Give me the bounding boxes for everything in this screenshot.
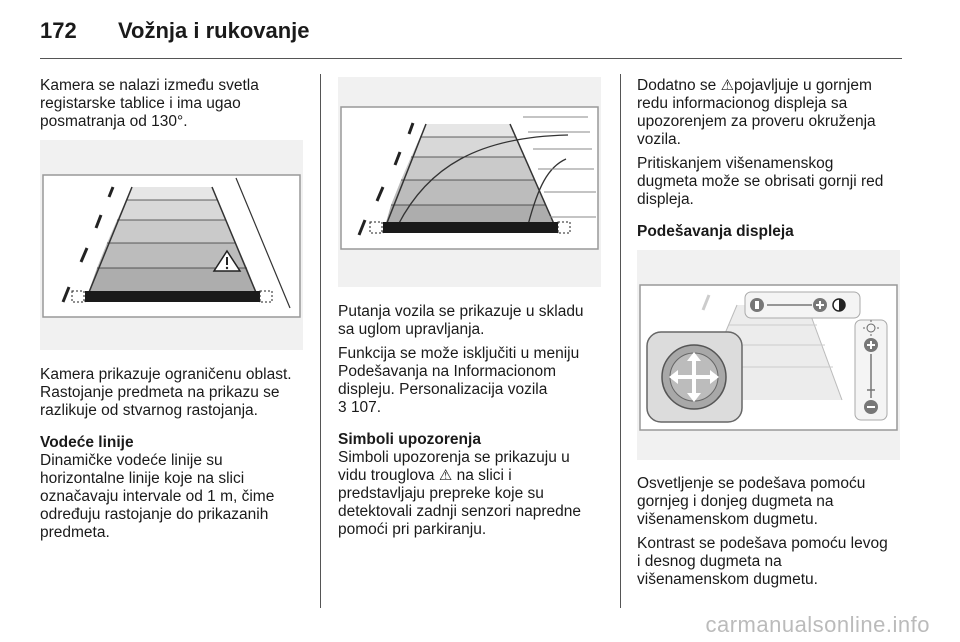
page-reference: 3 107. bbox=[338, 399, 613, 417]
body-line: Osvetljenje se podešava pomoću bbox=[637, 475, 866, 492]
body-line: predmeta. bbox=[40, 524, 110, 541]
column-3-top: Dodatno se ⚠pojavljuje u gornjem redu in… bbox=[637, 77, 907, 241]
body-line: Dodatno se ⚠pojavljuje u gornjem bbox=[637, 77, 907, 95]
body-line: vidu trouglova ⚠ na slici i bbox=[338, 467, 613, 485]
intro-line: Kamera se nalazi između svetla bbox=[40, 77, 259, 94]
body-line: Funkcija se može isključiti u meniju bbox=[338, 345, 580, 362]
section-heading-warning-symbols: Simboli upozorenja bbox=[338, 431, 481, 448]
body-line: Dinamičke vodeće linije su bbox=[40, 452, 223, 469]
body-line: redu informacionog displeja sa bbox=[637, 95, 848, 112]
body-line: horizontalne linije koje na slici bbox=[40, 470, 245, 487]
body-text: pojavljuje u gornjem bbox=[734, 77, 872, 94]
body-line: sa uglom upravljanja. bbox=[338, 321, 485, 338]
camera-view-figure bbox=[40, 140, 303, 350]
reference-page: 107. bbox=[350, 399, 382, 416]
intro-line: registarske tablice i ima ugao bbox=[40, 95, 241, 112]
section-heading-guide-lines: Vodeće linije bbox=[40, 434, 134, 451]
body-line: pomoći pri parkiranju. bbox=[338, 521, 487, 538]
body-line: razlikuje od stvarnog rastojanja. bbox=[40, 402, 258, 419]
body-line: Podešavanja na Informacionom bbox=[338, 363, 556, 380]
column-3-body: Osvetljenje se podešava pomoću gornjeg i… bbox=[637, 475, 912, 589]
body-line: detektovali zadnji senzori napredne bbox=[338, 503, 581, 520]
warning-triangle-icon: ⚠ bbox=[720, 77, 735, 94]
trajectory-illustration bbox=[340, 106, 599, 250]
header-divider bbox=[40, 58, 902, 59]
section-heading-display-settings: Podešavanja displeja bbox=[637, 223, 794, 240]
reference-arrow-icon: 3 bbox=[338, 399, 347, 416]
body-line: dugmeta može se obrisati gornji red bbox=[637, 173, 884, 190]
body-line: displeja. bbox=[637, 191, 694, 208]
body-line: Kontrast se podešava pomoću levog bbox=[637, 535, 888, 552]
intro-line: posmatranja od 130°. bbox=[40, 113, 188, 130]
display-settings-figure bbox=[637, 250, 900, 460]
body-line: višenamenskom dugmetu. bbox=[637, 511, 818, 528]
body-line: vozila. bbox=[637, 131, 681, 148]
body-text: na slici i bbox=[456, 467, 512, 484]
body-line: Rastojanje predmeta na prikazu se bbox=[40, 384, 280, 401]
body-line: višenamenskom dugmetu. bbox=[637, 571, 818, 588]
trajectory-figure bbox=[338, 77, 601, 287]
column-divider bbox=[620, 74, 621, 608]
display-settings-illustration bbox=[639, 284, 898, 431]
body-line: Putanja vozila se prikazuje u skladu bbox=[338, 303, 584, 320]
column-1-intro: Kamera se nalazi između svetla registars… bbox=[40, 77, 310, 131]
body-line: displeju. Personalizacija vozila bbox=[338, 381, 548, 398]
body-line: određuju rastojanje do prikazanih bbox=[40, 506, 269, 523]
column-2-body: Putanja vozila se prikazuje u skladu sa … bbox=[338, 303, 613, 539]
body-text: vidu trouglova bbox=[338, 467, 435, 484]
chapter-title: Vožnja i rukovanje bbox=[118, 18, 310, 43]
body-line: i desnog dugmeta na bbox=[637, 553, 782, 570]
body-line: Simboli upozorenja se prikazuju u bbox=[338, 449, 570, 466]
footer-watermark: carmanualsonline.info bbox=[705, 612, 930, 637]
body-line: Kamera prikazuje ograničenu oblast. bbox=[40, 366, 292, 383]
body-text: Dodatno se bbox=[637, 77, 717, 94]
body-line: upozorenjem za proveru okruženja bbox=[637, 113, 876, 130]
warning-triangle-icon: ⚠ bbox=[438, 467, 453, 484]
column-divider bbox=[320, 74, 321, 608]
body-line: Pritiskanjem višenamenskog bbox=[637, 155, 834, 172]
page-number: 172 bbox=[40, 18, 77, 43]
column-1-body: Kamera prikazuje ograničenu oblast. Rast… bbox=[40, 366, 315, 542]
body-line: označavaju intervale od 1 m, čime bbox=[40, 488, 275, 505]
body-line: predstavljaju prepreke koje su bbox=[338, 485, 544, 502]
camera-view-illustration bbox=[42, 174, 301, 318]
body-line: gornjeg i donjeg dugmeta na bbox=[637, 493, 834, 510]
